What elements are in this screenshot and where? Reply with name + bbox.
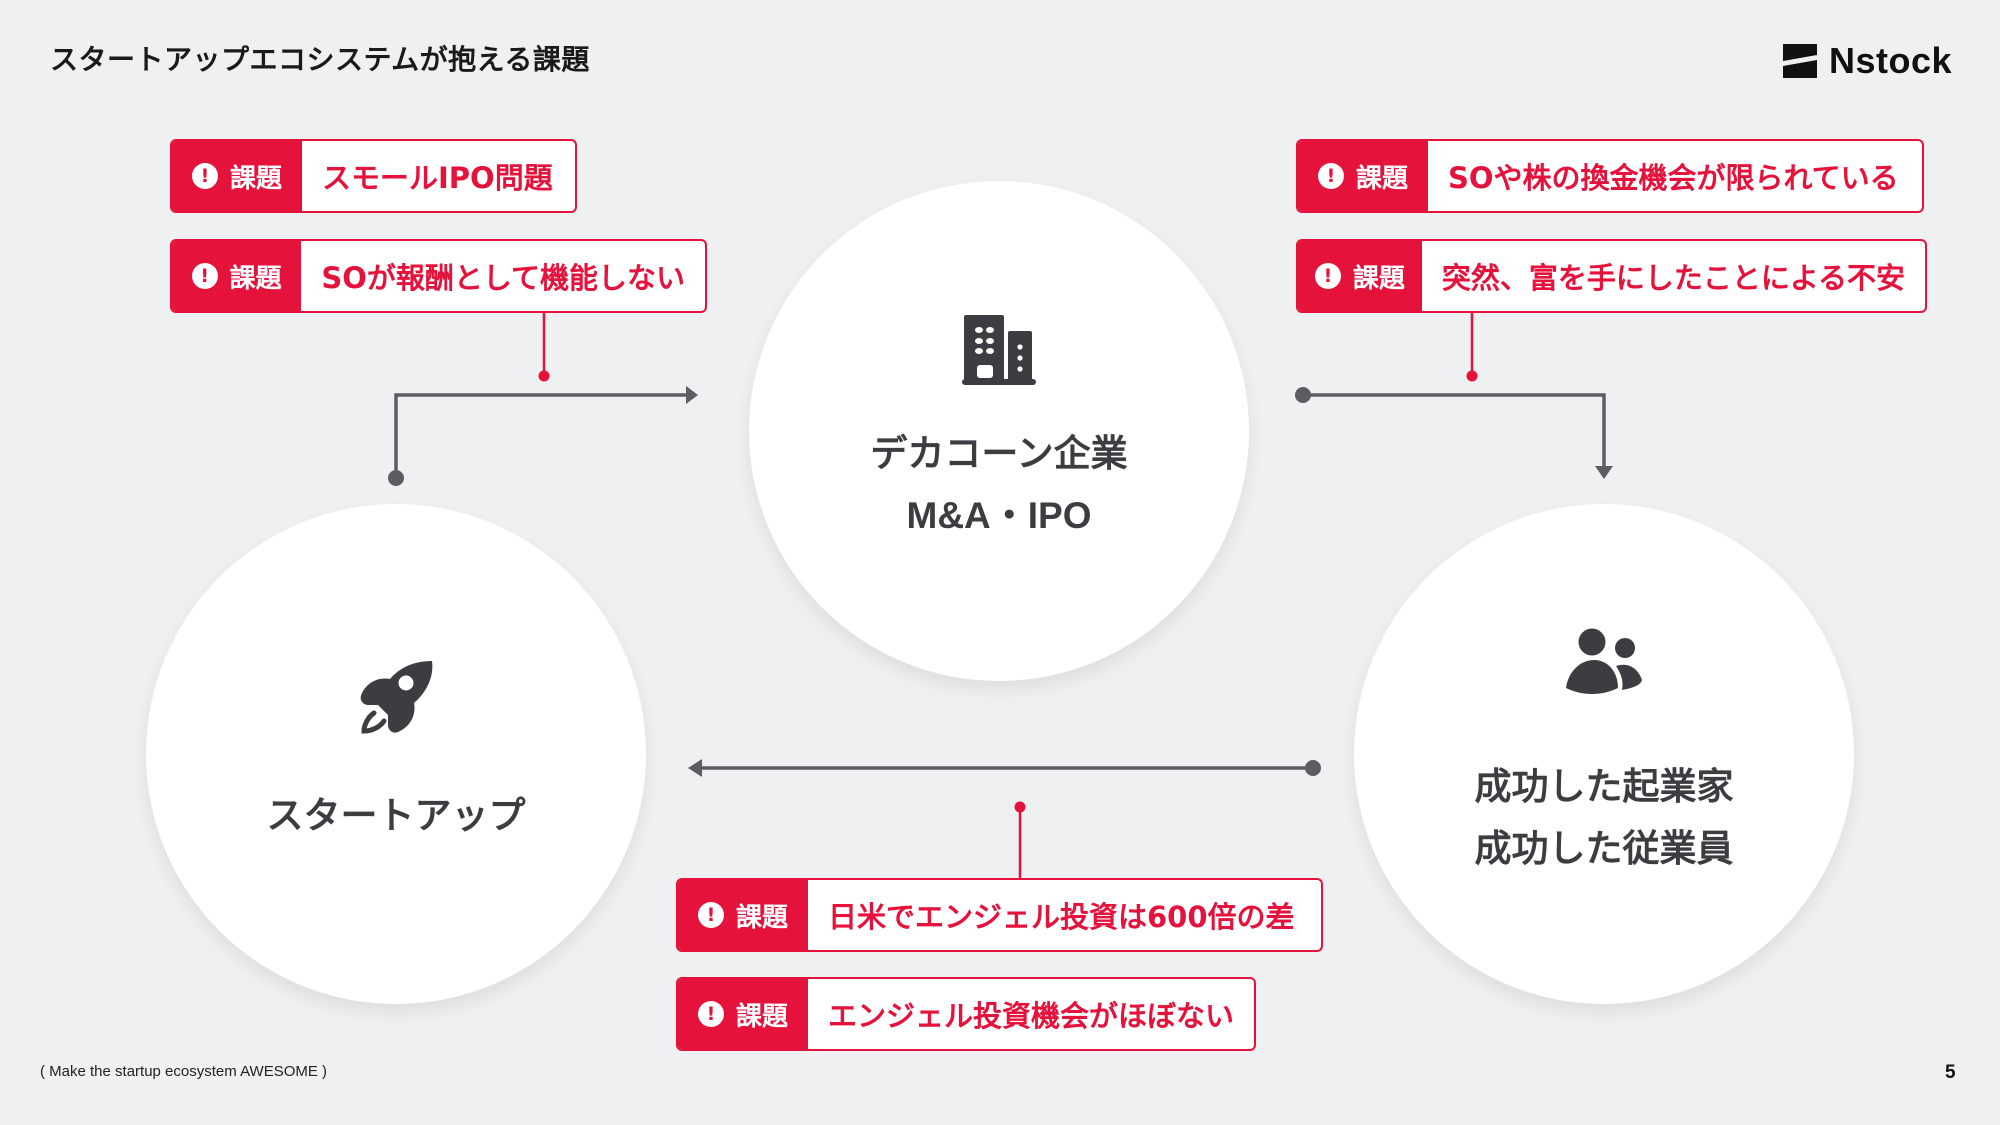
node-startup: スタートアップ [146, 504, 646, 1004]
issue-tag: ! 課題 [678, 979, 808, 1049]
node-decacorn: デカコーン企業 M&A・IPO [749, 181, 1249, 681]
logo-text: Nstock [1829, 40, 1953, 81]
issue-tag: ! 課題 [1298, 241, 1422, 311]
issue-tag-label: 課題 [735, 902, 788, 933]
issue-badge: ! 課題 スモールIPO問題 [170, 139, 577, 213]
issue-text: エンジェル投資機会がほぼない [827, 999, 1234, 1033]
page-title: スタートアップエコシステムが抱える課題 [50, 43, 590, 76]
node-successful-label-1: 成功した起業家 [1474, 765, 1734, 808]
node-decacorn-label-2: M&A・IPO [906, 495, 1092, 536]
issue-tag-label: 課題 [229, 263, 282, 294]
nstock-logo-icon [1783, 44, 1817, 78]
connector-startup-to-decacorn [388, 313, 698, 486]
issue-tag: ! 課題 [678, 880, 808, 950]
building-icon [962, 315, 1036, 385]
issue-tag-label: 課題 [229, 163, 282, 194]
page-number: 5 [1945, 1062, 1956, 1083]
issue-badge: ! 課題 エンジェル投資機会がほぼない [676, 977, 1256, 1051]
issue-badge: ! 課題 SOや株の換金機会が限られている [1296, 139, 1924, 213]
issue-tag-label: 課題 [735, 1001, 788, 1032]
issue-tag-label: 課題 [1355, 163, 1408, 194]
issue-text: SOが報酬として機能しない [321, 261, 685, 295]
node-startup-label: スタートアップ [266, 794, 526, 837]
node-successful-label-2: 成功した従業員 [1474, 827, 1734, 870]
issue-text: 突然、富を手にしたことによる不安 [1441, 261, 1905, 295]
issue-badge: ! 課題 突然、富を手にしたことによる不安 [1296, 239, 1927, 313]
issue-badge: ! 課題 日米でエンジェル投資は600倍の差 [676, 878, 1323, 952]
exclamation-icon: ! [1317, 163, 1344, 189]
issue-tag: ! 課題 [172, 241, 302, 311]
exclamation-icon: ! [191, 163, 218, 189]
issue-tag: ! 課題 [1298, 141, 1428, 211]
rocket-icon [360, 661, 433, 734]
users-icon [1566, 628, 1642, 694]
connector-successful-to-startup [688, 759, 1321, 878]
issue-text: スモールIPO問題 [322, 161, 553, 195]
issue-text: SOや株の換金機会が限られている [1448, 161, 1899, 195]
exclamation-icon: ! [697, 1001, 724, 1027]
issue-badge: ! 課題 SOが報酬として機能しない [170, 239, 707, 313]
exclamation-icon: ! [1314, 263, 1341, 289]
exclamation-icon: ! [191, 263, 218, 289]
connector-decacorn-to-successful [1295, 313, 1613, 479]
node-decacorn-label-1: デカコーン企業 [870, 432, 1128, 475]
issue-tag-label: 課題 [1352, 263, 1405, 294]
node-successful: 成功した起業家 成功した従業員 [1354, 504, 1854, 1004]
issue-tag: ! 課題 [172, 141, 302, 211]
exclamation-icon: ! [697, 902, 724, 928]
footer-tagline: ( Make the startup ecosystem AWESOME ) [40, 1063, 328, 1080]
nstock-logo: Nstock [1783, 40, 1952, 82]
issue-text: 日米でエンジェル投資は600倍の差 [828, 900, 1295, 934]
